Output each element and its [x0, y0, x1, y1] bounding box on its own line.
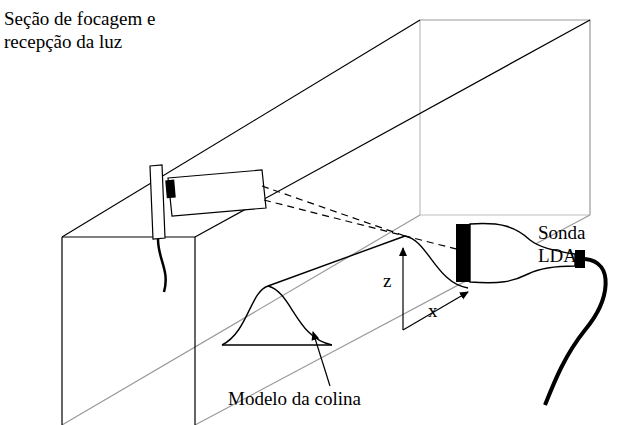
hill-label: Modelo da colina: [228, 388, 428, 411]
axis-label: z: [383, 270, 397, 293]
axis-label: x: [428, 300, 442, 323]
probe-label: Sonda LDA: [538, 222, 600, 268]
section-label: Seção de focagem e recepção da luz: [4, 8, 219, 54]
